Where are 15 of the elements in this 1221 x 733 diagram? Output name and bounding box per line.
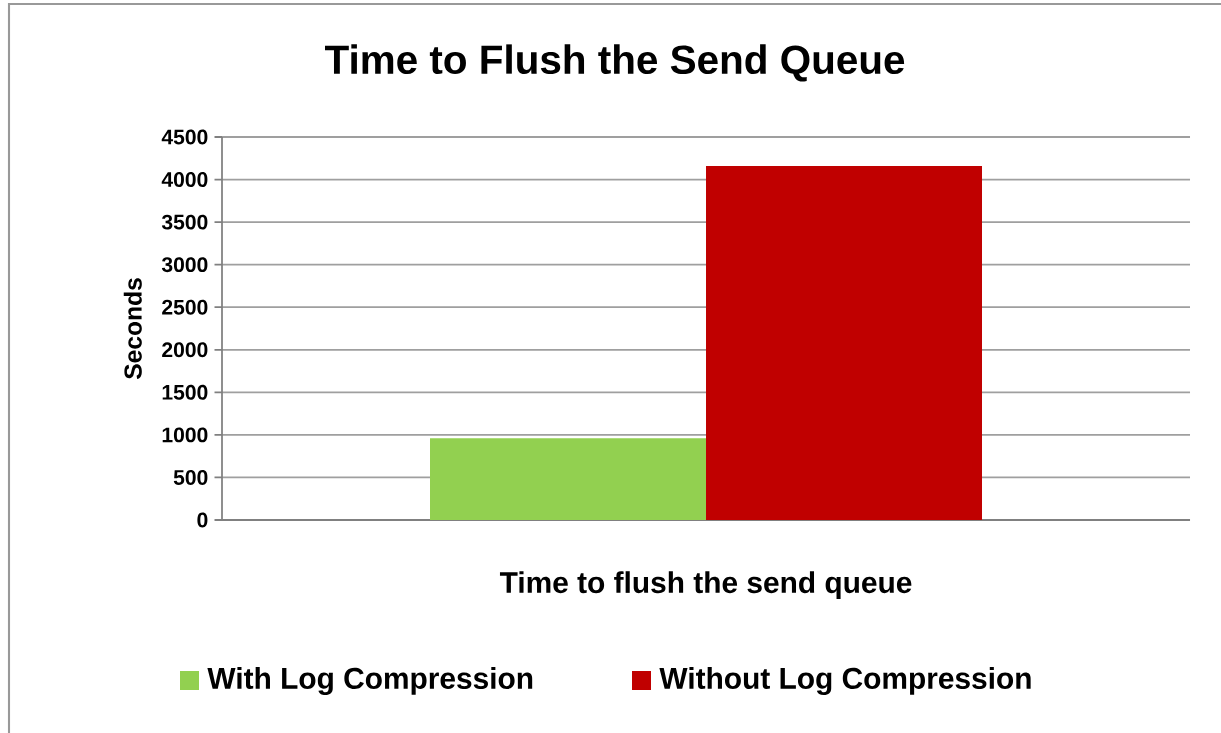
y-tick-label: 1500 (162, 384, 208, 400)
y-tick-label: 4500 (161, 129, 208, 145)
y-tick-label: 2000 (162, 342, 208, 358)
y-tick-label: 4000 (161, 172, 208, 187)
y-tick-label: 3500 (161, 214, 208, 230)
y-tick-label: 1000 (162, 427, 208, 443)
y-tick-label: 500 (173, 469, 208, 485)
chart-title: Time to Flush the Send Queue (325, 44, 905, 82)
legend-label: Without Log Compression (659, 667, 1031, 695)
y-tick-label: 0 (197, 512, 208, 528)
y-axis-title: Seconds (123, 278, 142, 380)
y-tick-label: 2500 (162, 299, 208, 315)
y-tick-label: 3000 (161, 257, 208, 273)
legend-label: With Log Compression (207, 667, 533, 695)
x-tick-label: Time to flush the send queue (499, 571, 912, 600)
